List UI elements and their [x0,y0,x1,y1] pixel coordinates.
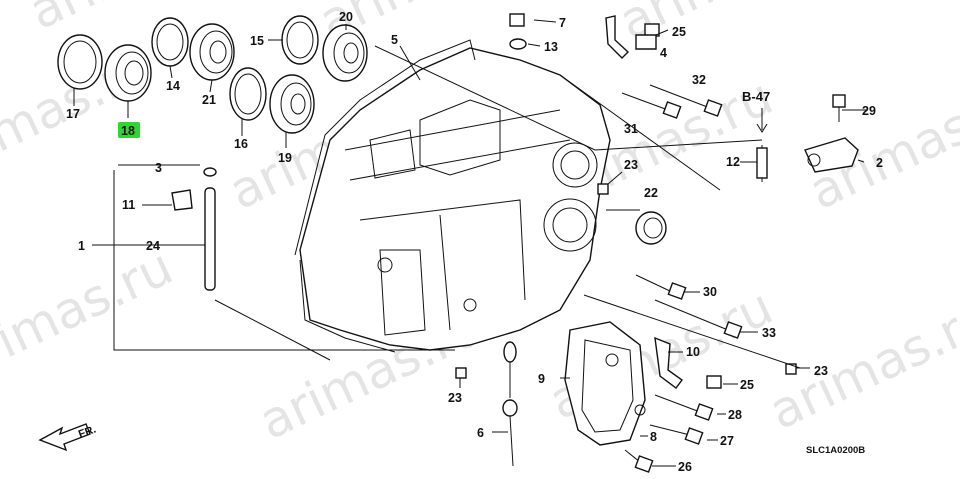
callout-10: 10 [686,345,700,359]
callout-33: 33 [762,326,776,340]
reference-label: B-47 [742,89,770,104]
gasket-5 [294,39,476,256]
callout-13: 13 [544,40,558,54]
callout-31: 31 [624,122,638,136]
callout-23: 23 [624,158,638,172]
callout-8: 8 [650,430,657,444]
callout-30: 30 [703,285,717,299]
callout-14: 14 [166,79,180,93]
callout-18: 18 [121,124,135,138]
callout-15: 15 [250,34,264,48]
callout-23: 23 [448,391,462,405]
callout-24: 24 [146,239,160,253]
oil-seal-18 [104,44,152,102]
callout-27: 27 [720,434,734,448]
highlight-box [118,122,140,138]
watermark: arimas.ru [0,237,181,390]
callout-26: 26 [678,460,692,474]
front-arrow: FR. [38,423,98,452]
snap-ring-17 [57,34,103,90]
callout-5: 5 [391,33,398,47]
callout-23: 23 [814,364,828,378]
bearing-group [57,15,368,134]
callout-21: 21 [202,93,216,107]
transmission-case [294,39,611,353]
callout-9: 9 [538,372,545,386]
callout-29: 29 [862,104,876,118]
callout-12: 12 [726,155,740,169]
callout-labels: 1 2 3 4 5 6 7 8 9 10 11 12 13 14 15 16 1… [66,10,883,474]
shaft-24 [171,167,217,291]
leader-lines [73,19,868,467]
callout-19: 19 [278,151,292,165]
callout-6: 6 [477,426,484,440]
callout-4: 4 [660,46,667,60]
bracket-10 [654,336,683,389]
callout-7: 7 [559,16,566,30]
bearing-20 [322,24,368,82]
front-label: FR. [77,423,98,440]
callout-3: 3 [155,161,162,175]
callout-16: 16 [234,137,248,151]
bolts [455,13,846,473]
seal-22 [635,211,667,245]
callout-32: 32 [692,73,706,87]
callout-2: 2 [876,156,883,170]
callout-22: 22 [644,186,658,200]
bracket-4 [605,15,630,59]
side-cover [564,321,646,446]
callout-28: 28 [728,408,742,422]
callout-25: 25 [672,25,686,39]
callout-25: 25 [740,378,754,392]
bearing-19 [269,74,315,134]
bracket-2 [804,137,859,173]
callout-1: 1 [78,239,85,253]
dipstick-6 [502,341,518,467]
callout-20: 20 [339,10,353,24]
bearing-21 [189,23,235,81]
reference-arrow [756,108,768,133]
callout-11: 11 [122,198,135,212]
callout-17: 17 [66,107,80,121]
diagram-code: SLC1A0200B [806,445,865,456]
snap-ring-16 [229,67,267,121]
